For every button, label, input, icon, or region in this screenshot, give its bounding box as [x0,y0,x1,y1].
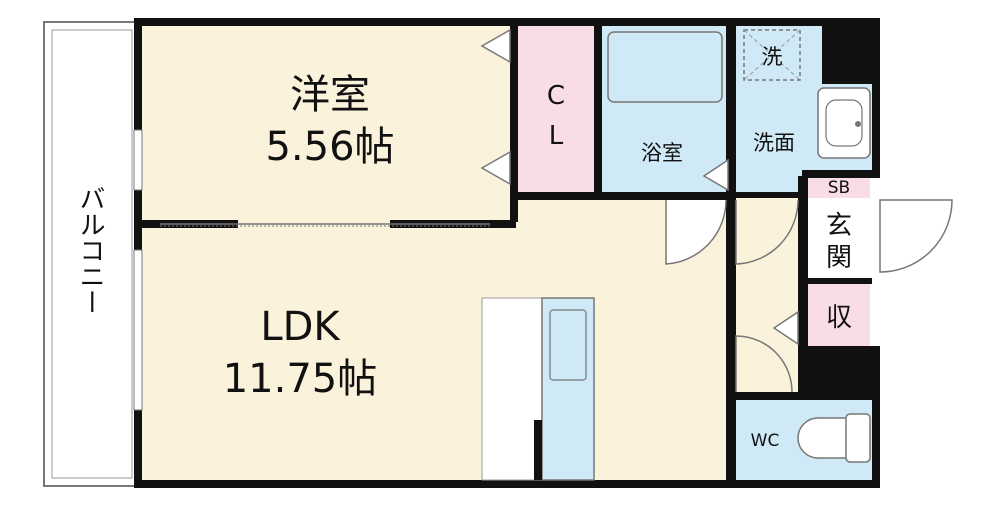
hall-floor [736,196,800,392]
shoebox-label: SB [828,178,850,198]
closet-label-2: L [549,121,564,151]
washroom-room [736,24,822,192]
ldk-room-name: LDK [260,304,341,350]
closet-door-markers [480,28,511,186]
entrance-room [808,200,870,280]
western-room-size: 5.56帖 [265,124,394,170]
toilet-fixture [797,413,871,463]
closet-label-1: C [547,81,565,111]
ldk-room [140,200,730,482]
sliding-partition[interactable] [160,223,490,227]
toilet-label: WC [751,431,780,451]
ldk-room-size: 11.75帖 [223,356,378,402]
vanity-sink [817,87,871,159]
closet-room [516,24,594,192]
bath-label: 浴室 [641,141,683,165]
bath-door-marker [702,158,729,192]
washroom-label: 洗面 [753,131,795,155]
washer-space [743,29,801,81]
doors[interactable] [665,199,953,393]
entrance-label-1: 玄 [826,211,852,241]
shoebox [808,176,870,198]
kitchen-counter [481,297,595,481]
western-room-name: 洋室 [290,72,370,118]
washer-label: 洗 [762,45,783,69]
storage-label: 収 [826,303,852,333]
balcony [43,21,137,487]
western-room [140,24,512,224]
entrance-label-2: 関 [826,243,852,273]
balcony-label: バルコニー [75,185,105,315]
storage-room [808,284,870,346]
balcony-windows [133,129,143,411]
bathtub [607,31,723,103]
